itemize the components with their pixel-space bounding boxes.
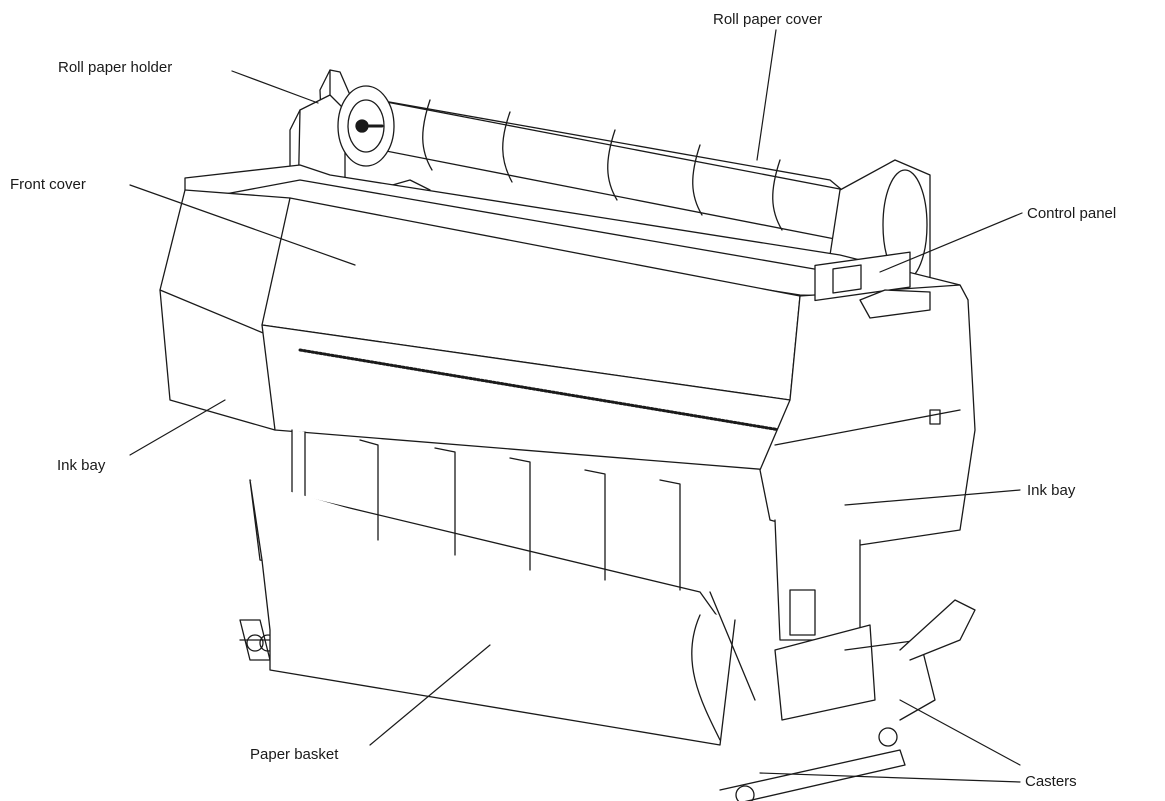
- label-control-panel: Control panel: [1027, 205, 1117, 222]
- label-ink-bay-left: Ink bay: [57, 457, 106, 474]
- leader-casters-a: [899, 699, 1021, 766]
- leader-casters-b: [759, 772, 1021, 783]
- leader-control-panel: [879, 212, 1023, 273]
- label-roll-paper-holder: Roll paper holder: [58, 59, 173, 76]
- stand-shape: [239, 429, 976, 801]
- leader-paper-basket: [369, 644, 491, 746]
- paper-basket-shape: [249, 439, 756, 746]
- label-front-cover: Front cover: [10, 176, 86, 193]
- leader-ink-bay-right: [844, 489, 1021, 506]
- roll-paper-cover-shape: [319, 69, 846, 241]
- label-paper-basket: Paper basket: [250, 746, 339, 763]
- leader-ink-bay-left: [129, 399, 226, 456]
- label-ink-bay-right: Ink bay: [1027, 482, 1076, 499]
- leader-roll-paper-cover: [756, 29, 777, 161]
- leader-roll-paper-holder: [231, 70, 319, 104]
- leader-front-cover: [129, 184, 356, 266]
- callout-leaders: [129, 29, 1023, 783]
- printer-body-shape: [159, 189, 976, 546]
- label-casters: Casters: [1025, 773, 1077, 790]
- label-roll-paper-cover: Roll paper cover: [713, 11, 823, 28]
